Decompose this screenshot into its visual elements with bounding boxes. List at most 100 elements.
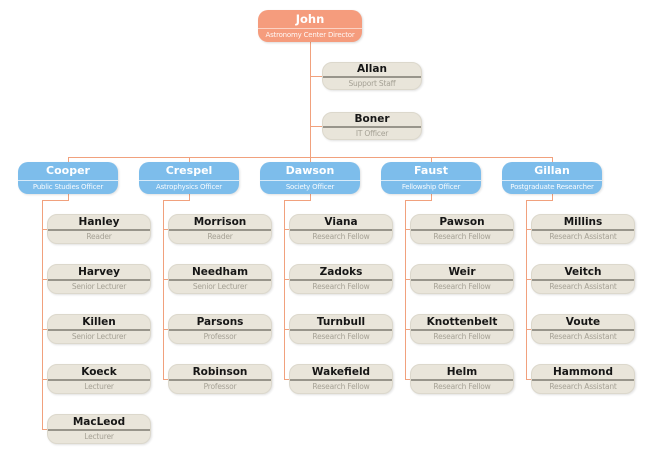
connector-line <box>164 229 169 230</box>
node-title-label: Lecturer <box>48 379 150 392</box>
org-node-macleod[interactable]: MacLeod Lecturer <box>47 414 151 444</box>
org-node-knottenbelt[interactable]: Knottenbelt Research Fellow <box>410 314 514 344</box>
connector-line <box>189 157 190 162</box>
node-name-label: Viana <box>324 216 358 228</box>
node-title-label: Research Fellow <box>411 229 513 242</box>
node-title-label: Senior Lecturer <box>48 329 150 342</box>
node-name-label: Zadoks <box>319 266 363 278</box>
node-title-label: Research Fellow <box>290 279 392 292</box>
node-name-label: Morrison <box>193 216 247 228</box>
node-title-label: Fellowship Officer <box>381 180 481 193</box>
connector-line <box>43 379 48 380</box>
org-node-turnbull[interactable]: Turnbull Research Fellow <box>289 314 393 344</box>
node-title-label: Research Fellow <box>290 379 392 392</box>
node-name-label: Boner <box>354 113 390 125</box>
org-node-wakefield[interactable]: Wakefield Research Fellow <box>289 364 393 394</box>
connector-line <box>310 157 311 162</box>
org-node-viana[interactable]: Viana Research Fellow <box>289 214 393 244</box>
org-node-voute[interactable]: Voute Research Assistant <box>531 314 635 344</box>
org-node-crespel[interactable]: Crespel Astrophysics Officer <box>139 162 239 194</box>
org-node-dawson[interactable]: Dawson Society Officer <box>260 162 360 194</box>
org-node-morrison[interactable]: Morrison Reader <box>168 214 272 244</box>
org-node-gillan[interactable]: Gillan Postgraduate Researcher <box>502 162 602 194</box>
node-title-label: Research Fellow <box>411 329 513 342</box>
connector-line <box>189 194 190 201</box>
org-node-boner[interactable]: Boner IT Officer <box>322 112 422 140</box>
node-name-label: Veitch <box>564 266 602 278</box>
connector-line <box>527 229 532 230</box>
connector-line <box>285 329 290 330</box>
node-title-label: Research Assistant <box>532 379 634 392</box>
node-title-label: Support Staff <box>323 76 421 89</box>
connector-line <box>310 42 311 157</box>
org-node-cooper[interactable]: Cooper Public Studies Officer <box>18 162 118 194</box>
node-name-label: Dawson <box>285 164 335 177</box>
node-name-label: Turnbull <box>316 316 366 328</box>
node-title-label: Professor <box>169 329 271 342</box>
connector-line <box>311 126 323 127</box>
connector-line <box>68 194 69 201</box>
org-node-hanley[interactable]: Hanley Reader <box>47 214 151 244</box>
connector-line <box>42 200 43 430</box>
node-name-label: Hammond <box>553 366 613 378</box>
node-name-label: Millins <box>563 216 603 228</box>
connector-line <box>164 279 169 280</box>
org-node-helm[interactable]: Helm Research Fellow <box>410 364 514 394</box>
connector-line <box>43 429 48 430</box>
org-node-millins[interactable]: Millins Research Assistant <box>531 214 635 244</box>
node-name-label: Killen <box>82 316 116 328</box>
org-node-killen[interactable]: Killen Senior Lecturer <box>47 314 151 344</box>
node-title-label: Lecturer <box>48 429 150 442</box>
node-name-label: Robinson <box>192 366 248 378</box>
node-name-label: Allan <box>357 63 387 75</box>
org-node-parsons[interactable]: Parsons Professor <box>168 314 272 344</box>
connector-line <box>405 200 406 380</box>
node-name-label: Faust <box>414 164 448 177</box>
connector-line <box>163 200 164 380</box>
connector-line <box>405 200 432 201</box>
org-node-john[interactable]: John Astronomy Center Director <box>258 10 362 42</box>
node-name-label: Parsons <box>196 316 244 328</box>
node-name-label: Helm <box>446 366 478 378</box>
org-node-koeck[interactable]: Koeck Lecturer <box>47 364 151 394</box>
connector-line <box>526 200 553 201</box>
connector-line <box>406 379 411 380</box>
node-title-label: Public Studies Officer <box>18 180 118 193</box>
connector-line <box>43 279 48 280</box>
org-node-faust[interactable]: Faust Fellowship Officer <box>381 162 481 194</box>
node-title-label: Senior Lecturer <box>48 279 150 292</box>
org-node-harvey[interactable]: Harvey Senior Lecturer <box>47 264 151 294</box>
connector-line <box>526 200 527 380</box>
org-node-allan[interactable]: Allan Support Staff <box>322 62 422 90</box>
org-node-veitch[interactable]: Veitch Research Assistant <box>531 264 635 294</box>
node-title-label: Astronomy Center Director <box>258 28 362 41</box>
node-name-label: MacLeod <box>72 416 126 428</box>
org-node-pawson[interactable]: Pawson Research Fellow <box>410 214 514 244</box>
node-name-label: Koeck <box>81 366 117 378</box>
node-name-label: Crespel <box>165 164 213 177</box>
node-title-label: Research Fellow <box>290 229 392 242</box>
node-title-label: Reader <box>169 229 271 242</box>
node-title-label: Reader <box>48 229 150 242</box>
connector-line <box>552 157 553 162</box>
org-node-zadoks[interactable]: Zadoks Research Fellow <box>289 264 393 294</box>
node-title-label: Research Assistant <box>532 279 634 292</box>
node-name-label: Gillan <box>534 164 570 177</box>
connector-line <box>406 329 411 330</box>
org-node-weir[interactable]: Weir Research Fellow <box>410 264 514 294</box>
connector-line <box>68 157 69 162</box>
org-node-robinson[interactable]: Robinson Professor <box>168 364 272 394</box>
org-node-hammond[interactable]: Hammond Research Assistant <box>531 364 635 394</box>
node-title-label: Society Officer <box>260 180 360 193</box>
connector-line <box>43 229 48 230</box>
connector-line <box>43 329 48 330</box>
node-title-label: Senior Lecturer <box>169 279 271 292</box>
connector-line <box>310 194 311 201</box>
org-node-needham[interactable]: Needham Senior Lecturer <box>168 264 272 294</box>
node-name-label: Wakefield <box>311 366 371 378</box>
connector-line <box>164 329 169 330</box>
node-title-label: Research Fellow <box>290 329 392 342</box>
connector-line <box>406 229 411 230</box>
node-name-label: Cooper <box>46 164 90 177</box>
